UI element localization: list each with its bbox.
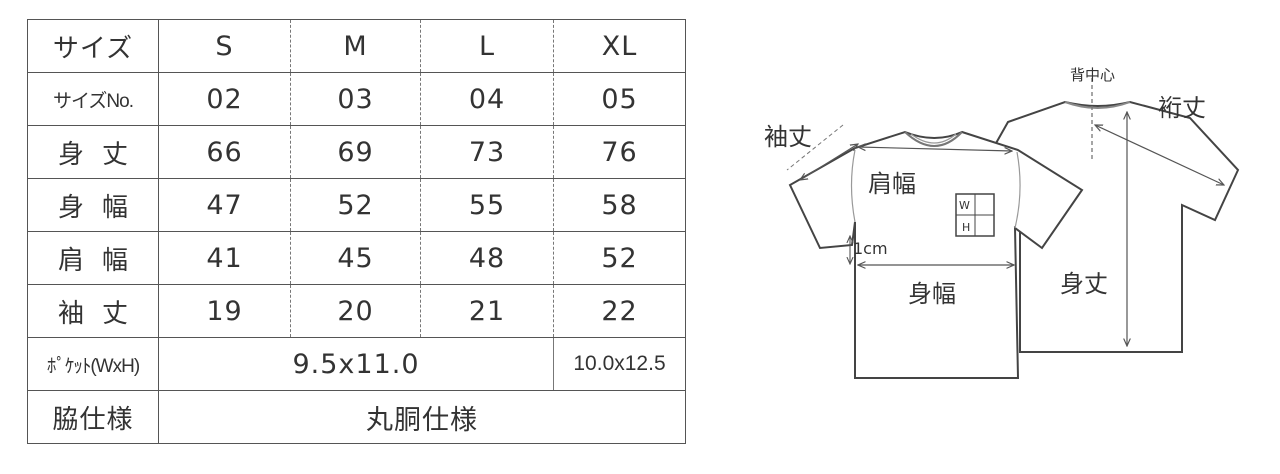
pocket-size-xl: 10.0x12.5 [553,337,686,391]
table-row-pocket: ﾎﾟｹｯﾄ(WxH) 9.5x11.0 10.0x12.5 [27,337,686,391]
row-label-body-width: 身幅 [27,178,159,232]
table-cell: 52 [290,178,421,232]
size-table: サイズ S M L XL サイズNo. 02 03 04 05 身丈 66 69… [27,19,686,444]
table-cell: 52 [553,231,686,285]
table-cell: 05 [553,72,686,126]
table-row: 身丈 66 69 73 76 [27,125,686,179]
pocket-size-s-to-l: 9.5x11.0 [158,337,554,391]
tshirt-back-collar [1064,101,1131,109]
shoulder-width-label: 肩幅 [868,170,916,198]
pocket-w-label: W [959,199,970,212]
table-cell: 66 [158,125,291,179]
yuki-length-label: 裄丈 [1158,94,1206,122]
header-label: サイズ [27,19,159,73]
table-cell: 04 [420,72,554,126]
table-cell: 21 [420,284,554,338]
table-cell: 58 [553,178,686,232]
table-cell: 03 [290,72,421,126]
table-row: 肩幅 41 45 48 52 [27,231,686,285]
table-row: 身幅 47 52 55 58 [27,178,686,232]
offset-label: 1cm [853,239,888,258]
row-label-size-no: サイズNo. [27,72,159,126]
table-row-side: 脇仕様 丸胴仕様 [27,390,686,444]
row-label-side-spec: 脇仕様 [27,390,159,444]
row-label-sleeve-length: 袖丈 [27,284,159,338]
pocket-h-label: H [962,221,970,234]
tshirt-front-outline [788,130,1084,379]
table-cell: 76 [553,125,686,179]
sleeve-length-label: 袖丈 [764,123,812,151]
table-header-row: サイズ S M L XL [27,19,686,73]
row-label-body-length: 身丈 [27,125,159,179]
table-cell: 22 [553,284,686,338]
table-cell: 45 [290,231,421,285]
table-cell: 47 [158,178,291,232]
table-cell: 41 [158,231,291,285]
row-label-shoulder-width: 肩幅 [27,231,159,285]
table-cell: 20 [290,284,421,338]
table-row: サイズNo. 02 03 04 05 [27,72,686,126]
table-cell: 69 [290,125,421,179]
table-cell: 55 [420,178,554,232]
tshirt-measurement-diagram: W H 背中心 裄丈 身丈 袖丈 肩幅 1cm 身幅 [764,66,1240,379]
table-cell: 48 [420,231,554,285]
body-length-label: 身丈 [1060,270,1108,298]
size-m: M [290,19,421,73]
table-cell: 19 [158,284,291,338]
row-label-pocket: ﾎﾟｹｯﾄ(WxH) [27,337,159,391]
table-cell: 73 [420,125,554,179]
table-cell: 02 [158,72,291,126]
table-row: 袖丈 19 20 21 22 [27,284,686,338]
side-spec-value: 丸胴仕様 [158,390,686,444]
size-xl: XL [553,19,686,73]
back-center-label: 背中心 [1070,66,1115,84]
size-l: L [420,19,554,73]
body-width-label: 身幅 [908,280,956,308]
size-s: S [158,19,291,73]
